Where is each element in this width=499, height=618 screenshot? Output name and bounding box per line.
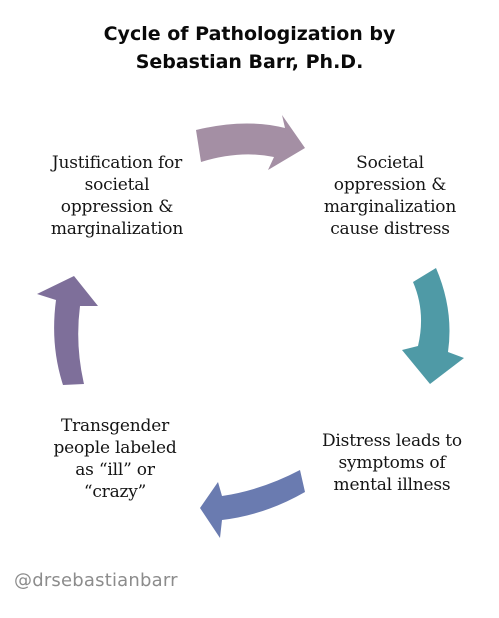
title-line-2: Sebastian Barr, Ph.D. [135, 51, 364, 73]
node-line: Societal [356, 153, 424, 173]
diagram-title: Cycle of Pathologization by Sebastian Ba… [0, 20, 499, 76]
node-line: “crazy” [83, 482, 147, 502]
node-line: people labeled [53, 438, 177, 458]
node-justification: Justification for societal oppression & … [22, 152, 212, 240]
node-line: Distress leads to [322, 431, 462, 451]
node-line: mental illness [333, 475, 451, 495]
node-societal-oppression: Societal oppression & marginalization ca… [290, 152, 490, 240]
node-line: marginalization [50, 219, 184, 239]
node-line: Transgender [60, 416, 170, 436]
node-line: oppression & [60, 197, 174, 217]
title-line-1: Cycle of Pathologization by [103, 23, 396, 45]
node-line: cause distress [330, 219, 450, 239]
node-transgender-labeled: Transgender people labeled as “ill” or “… [30, 415, 200, 503]
node-line: oppression & [333, 175, 447, 195]
node-distress: Distress leads to symptoms of mental ill… [292, 430, 492, 496]
author-handle: @drsebastianbarr [14, 570, 178, 591]
arrow-bottom [200, 470, 305, 538]
arrow-top [196, 115, 305, 170]
node-line: marginalization [323, 197, 457, 217]
node-line: as “ill” or [75, 460, 155, 480]
node-line: symptoms of [338, 453, 446, 473]
arrow-right [402, 268, 464, 384]
arrow-left [37, 276, 98, 385]
node-line: Justification for [51, 153, 183, 173]
node-line: societal [84, 175, 150, 195]
